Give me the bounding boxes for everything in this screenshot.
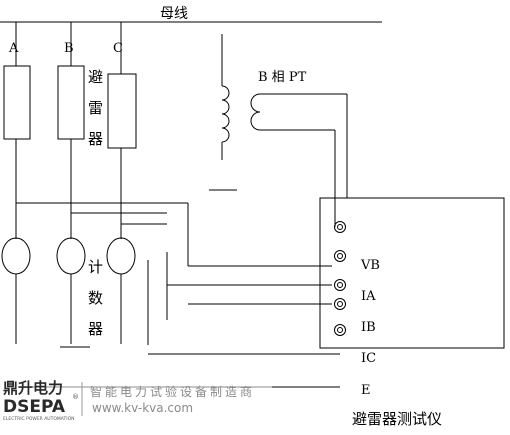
counter-a [1, 237, 31, 275]
terminal-vb-label: VB [360, 258, 380, 273]
terminal-pt-post [334, 221, 346, 233]
phase-b-label: B [64, 41, 74, 56]
arrester-label-char-3: 器 [88, 130, 103, 148]
counter-label-char-2: 数 [88, 289, 103, 307]
arrester-label-char-2: 雷 [88, 99, 103, 117]
terminal-ia-post [334, 279, 346, 291]
watermark-brand-cn: 鼎升电力 [3, 379, 63, 397]
counter-b [56, 237, 86, 275]
phase-c-label: C [113, 41, 123, 56]
watermark-url: www.kv-kva.com [92, 401, 193, 415]
phase-a-label: A [8, 41, 19, 56]
counter-label-char-3: 器 [88, 320, 103, 338]
terminal-ib-label: IB [361, 320, 376, 335]
arrester-a [3, 65, 31, 140]
terminal-ic-post [334, 324, 346, 336]
bus-label: 母线 [160, 6, 188, 22]
terminal-ia-label: IA [361, 289, 376, 304]
terminal-ib-post [334, 298, 346, 310]
watermark-brand-en: DSEPA [3, 397, 66, 417]
watermark-registered-mark: ® [72, 393, 79, 401]
pt-primary-coil [221, 85, 230, 143]
terminal-vb-post [334, 250, 346, 262]
terminal-e-label: E [361, 383, 371, 398]
arrester-label-char-1: 避 [88, 68, 103, 86]
pt-label: B 相 PT [258, 70, 307, 85]
instrument-title: 避雷器测试仪 [352, 410, 442, 428]
watermark: 鼎升电力 DSEPA ® ELECTRIC POWER AUTOMATION 智… [0, 376, 272, 422]
arrester-c [107, 73, 137, 149]
watermark-brand-sub: ELECTRIC POWER AUTOMATION [3, 416, 74, 422]
instrument-box [319, 197, 505, 349]
watermark-tagline: 智能电力试验设备制造商 [90, 384, 255, 399]
counter-c [106, 237, 136, 275]
terminal-posts [334, 221, 346, 336]
counter-label-char-1: 计 [88, 258, 103, 276]
terminal-ic-label: IC [361, 351, 376, 366]
arrester-b [57, 65, 85, 140]
pt-secondary-coil [250, 93, 261, 131]
